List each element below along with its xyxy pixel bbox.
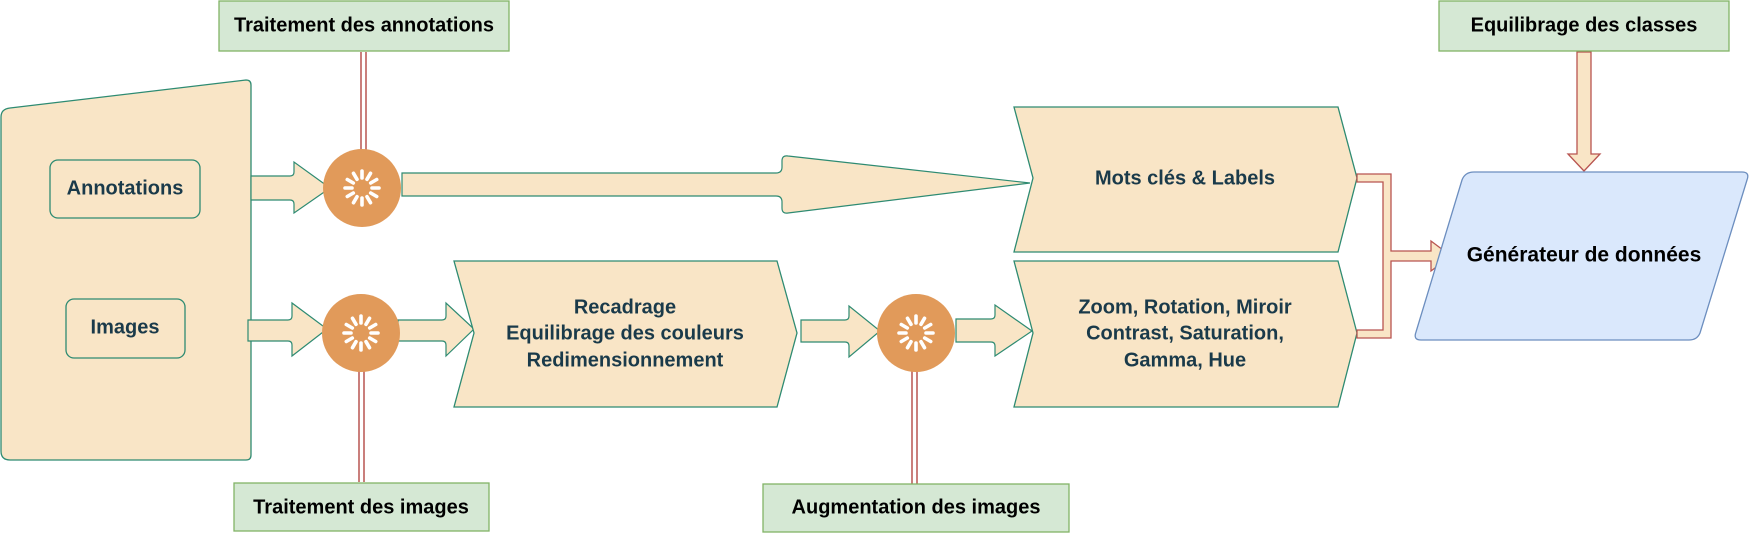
gear-image-augmentation — [877, 294, 955, 372]
step-keywords-labels — [1013, 106, 1358, 253]
label-annotation-processing-box — [218, 0, 510, 52]
gear-annotation-processing — [323, 149, 401, 227]
arrow-gear-to-augmentation — [955, 303, 1034, 358]
images-node — [65, 298, 186, 359]
processing-line-3: Redimensionnement — [527, 349, 724, 371]
arrow-gear-to-keywords — [401, 155, 1031, 214]
arrow-processing-to-gear — [800, 304, 881, 359]
annotations-label: Annotations — [67, 177, 184, 199]
augmentation-line-3: Gamma, Hue — [1124, 349, 1246, 371]
processing-line-2: Equilibrage des couleurs — [506, 322, 744, 344]
step-image-augmentation — [1013, 260, 1358, 408]
connector-annotation-processing — [360, 52, 367, 150]
step-image-processing — [453, 260, 798, 408]
label-image-processing-box — [233, 482, 490, 532]
annotations-node — [49, 159, 201, 219]
arrow-images-to-gear — [247, 301, 328, 358]
augmentation-line-2: Contrast, Saturation, — [1086, 322, 1284, 344]
data-generator-label: Générateur de données — [1467, 244, 1702, 267]
connector-image-augmentation — [911, 368, 918, 484]
connector-image-processing — [358, 368, 365, 482]
label-class-balancing: Equilibrage des classes — [1471, 14, 1698, 36]
arrow-gear-to-processing — [397, 301, 475, 358]
keywords-line-1: Mots clés & Labels — [1095, 167, 1275, 189]
augmentation-line-1: Zoom, Rotation, Miroir — [1078, 296, 1292, 318]
images-label: Images — [91, 316, 160, 338]
processing-line-1: Recadrage — [574, 296, 676, 318]
merge-arrow-to-generator — [1356, 173, 1453, 339]
label-class-balancing-box — [1438, 0, 1730, 52]
gear-image-processing — [322, 294, 400, 372]
data-generator-node — [1414, 171, 1749, 341]
arrow-class-balancing-to-generator — [1566, 51, 1602, 172]
label-image-processing: Traitement des images — [253, 496, 469, 518]
label-annotation-processing: Traitement des annotations — [234, 14, 494, 36]
label-image-augmentation-box — [762, 483, 1070, 533]
source-data-box — [0, 79, 252, 461]
label-image-augmentation: Augmentation des images — [792, 496, 1041, 518]
arrow-annotations-to-gear — [250, 160, 332, 215]
